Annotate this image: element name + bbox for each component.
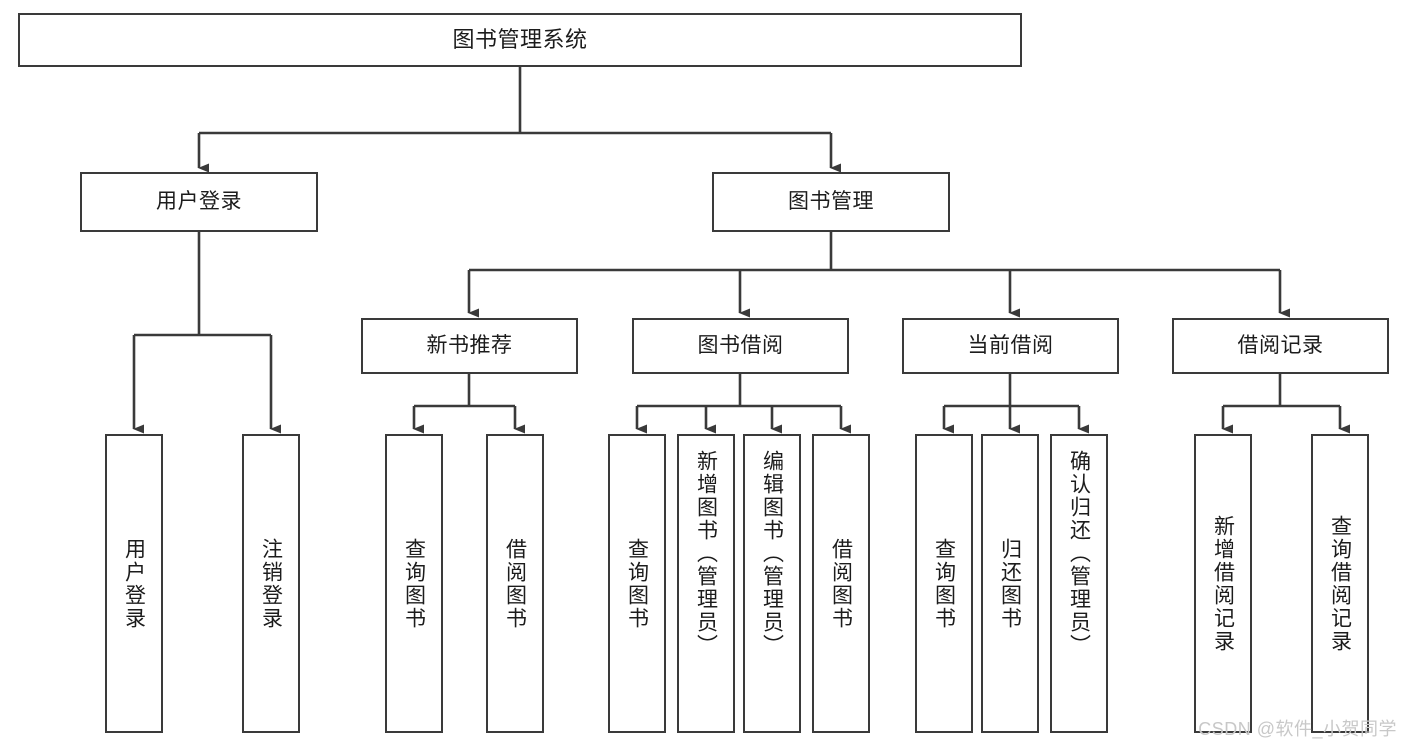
leaf-book-borrow-query-book[interactable]: 查询图书 xyxy=(608,434,666,733)
node-label: 查询借阅记录 xyxy=(1328,514,1352,653)
node-label: 新增借阅记录 xyxy=(1211,514,1235,653)
node-book-borrow[interactable]: 图书借阅 xyxy=(632,318,849,374)
node-label: 查询图书 xyxy=(402,537,426,630)
leaf-current-borrow-return-book[interactable]: 归还图书 xyxy=(981,434,1039,733)
node-new-book-recommend[interactable]: 新书推荐 xyxy=(361,318,578,374)
node-label: 借阅图书 xyxy=(503,537,527,630)
node-label: 当前借阅 xyxy=(967,334,1054,358)
node-label: 编辑图书（管理员） xyxy=(760,450,784,657)
leaf-new-book-borrow-book[interactable]: 借阅图书 xyxy=(486,434,544,733)
leaf-borrow-record-add-record[interactable]: 新增借阅记录 xyxy=(1194,434,1252,733)
node-label: 归还图书 xyxy=(998,537,1022,630)
node-label: 确认归还（管理员） xyxy=(1067,450,1091,657)
node-label: 注销登录 xyxy=(259,537,283,630)
node-label: 查询图书 xyxy=(932,537,956,630)
node-current-borrow[interactable]: 当前借阅 xyxy=(902,318,1119,374)
node-label: 图书借阅 xyxy=(697,334,784,358)
leaf-new-book-query-book[interactable]: 查询图书 xyxy=(385,434,443,733)
node-label: 图书管理系统 xyxy=(452,26,588,52)
leaf-book-borrow-edit-book-admin[interactable]: 编辑图书（管理员） xyxy=(743,434,801,733)
node-label: 借阅记录 xyxy=(1237,334,1324,358)
leaf-borrow-record-query-record[interactable]: 查询借阅记录 xyxy=(1311,434,1369,733)
node-label: 图书管理 xyxy=(788,190,874,214)
node-label: 用户登录 xyxy=(156,190,242,214)
leaf-current-borrow-confirm-return-admin[interactable]: 确认归还（管理员） xyxy=(1050,434,1108,733)
leaf-book-borrow-borrow-book[interactable]: 借阅图书 xyxy=(812,434,870,733)
node-borrow-record[interactable]: 借阅记录 xyxy=(1172,318,1389,374)
node-user-login[interactable]: 用户登录 xyxy=(80,172,318,232)
node-book-management[interactable]: 图书管理 xyxy=(712,172,950,232)
leaf-user-login-login[interactable]: 用户登录 xyxy=(105,434,163,733)
node-label: 新增图书（管理员） xyxy=(694,450,718,657)
leaf-current-borrow-query-book[interactable]: 查询图书 xyxy=(915,434,973,733)
csdn-watermark: CSDN @软件_小贺同学 xyxy=(1198,719,1397,739)
node-label: 新书推荐 xyxy=(426,334,513,358)
node-label: 用户登录 xyxy=(122,537,146,630)
node-book-management-system[interactable]: 图书管理系统 xyxy=(18,13,1022,67)
leaf-book-borrow-add-book-admin[interactable]: 新增图书（管理员） xyxy=(677,434,735,733)
node-label: 借阅图书 xyxy=(829,537,853,630)
leaf-user-login-logout[interactable]: 注销登录 xyxy=(242,434,300,733)
node-label: 查询图书 xyxy=(625,537,649,630)
